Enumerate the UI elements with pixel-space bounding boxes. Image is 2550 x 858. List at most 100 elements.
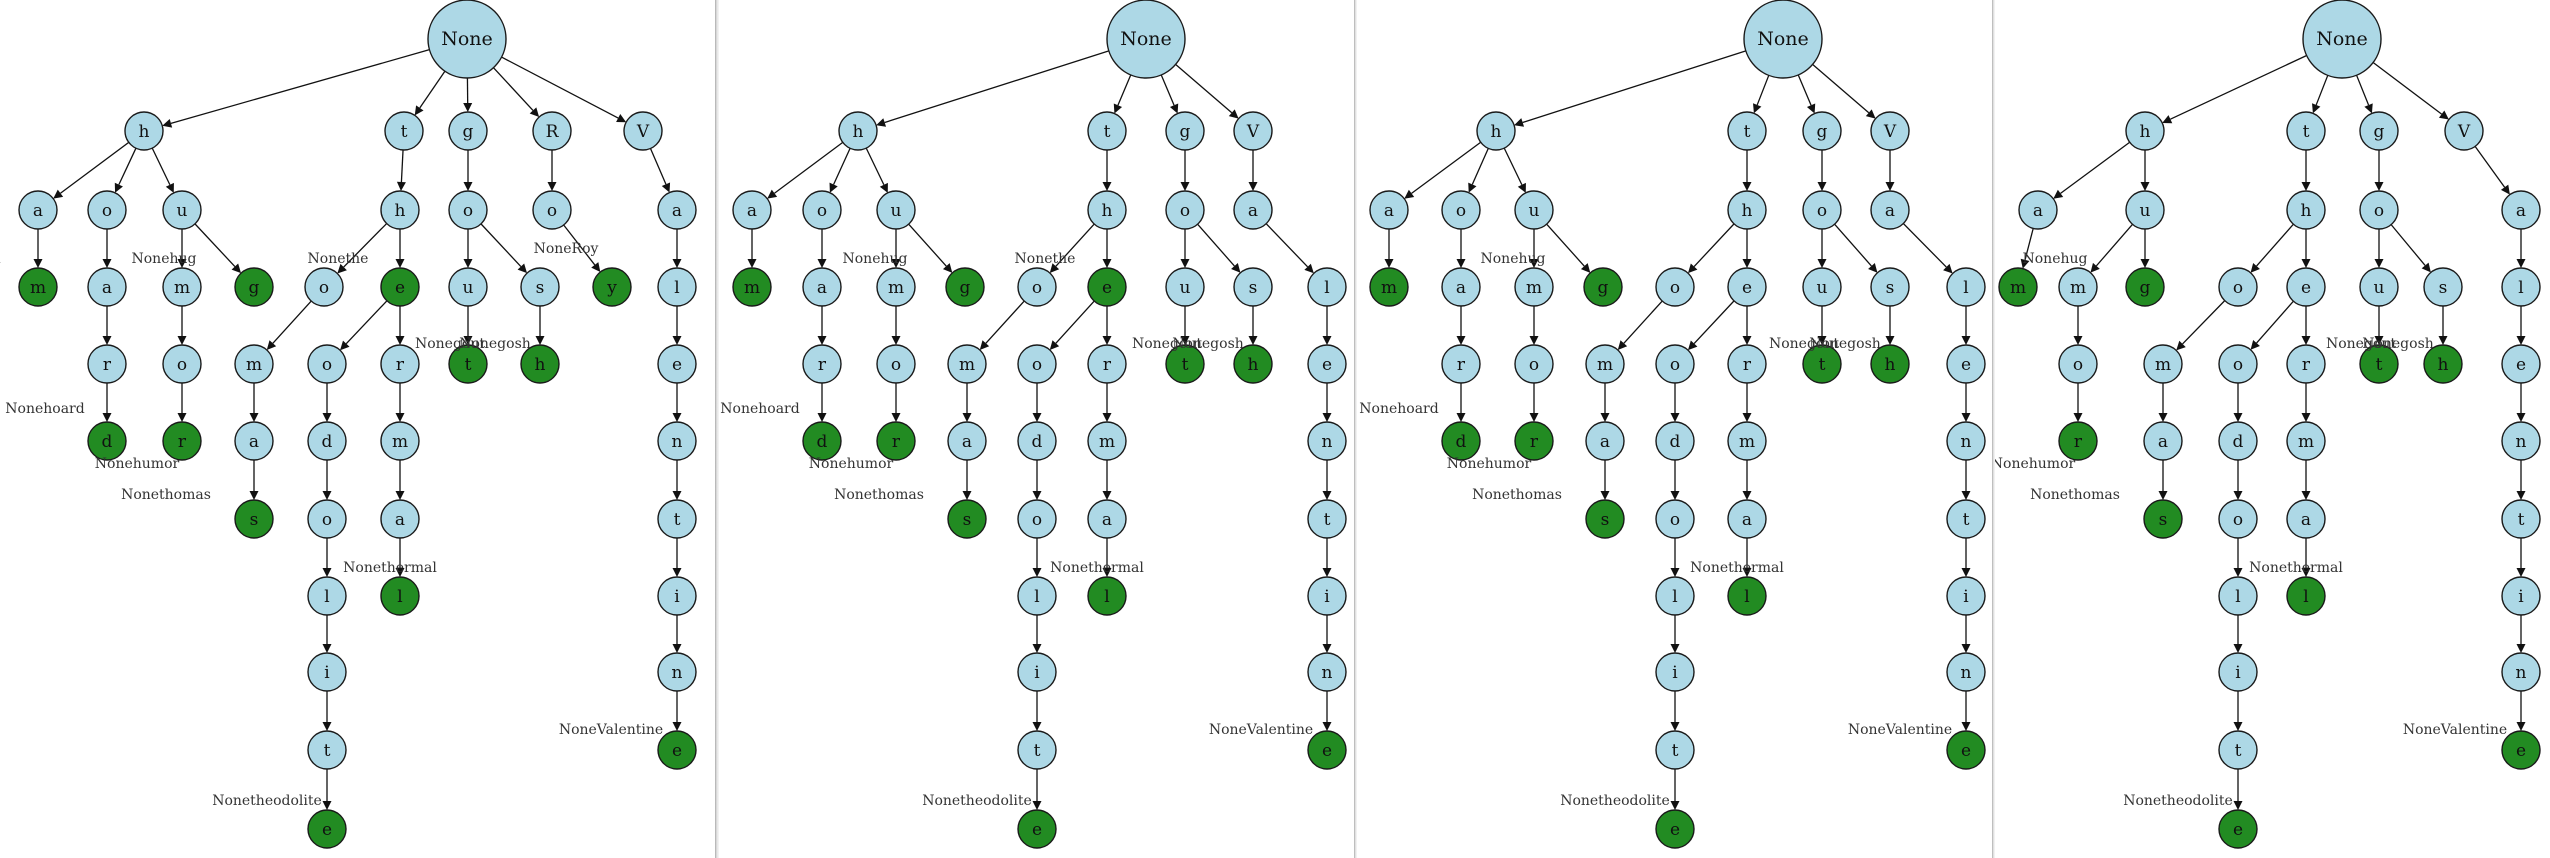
node-label: R <box>546 122 560 142</box>
node-label: o <box>1817 201 1827 221</box>
word-label: Nonehug <box>132 251 197 267</box>
node-circle <box>2143 344 2183 384</box>
root-node: None <box>2302 0 2382 79</box>
node-circle <box>876 421 916 461</box>
trie-node: m <box>1585 344 1625 384</box>
arrowhead-icon <box>322 801 332 810</box>
trie-node: h <box>2125 111 2165 151</box>
trie-node: o <box>1655 499 1695 539</box>
node-label: s <box>250 510 259 530</box>
arrowhead-icon <box>1817 182 1827 191</box>
trie-node: t <box>2286 111 2326 151</box>
trie-node: s <box>520 267 560 307</box>
edge-group <box>747 50 1332 810</box>
node-circle <box>2058 421 2098 461</box>
arrowhead-icon <box>672 413 682 422</box>
node-circle <box>947 344 987 384</box>
node-label: e <box>1742 278 1752 298</box>
arrowhead-icon <box>672 568 682 577</box>
node-label: h <box>1248 355 1259 375</box>
node-label: o <box>2374 201 2384 221</box>
node-circle <box>2125 190 2165 230</box>
node-label: t <box>1672 741 1679 761</box>
node-circle <box>18 190 58 230</box>
trie-node: o <box>1655 344 1695 384</box>
arrowhead-icon <box>1113 103 1123 114</box>
node-circle <box>1727 190 1767 230</box>
node-circle <box>1017 499 1057 539</box>
trie-node: o <box>1514 344 1554 384</box>
trie-node: a <box>18 190 58 230</box>
edge-tho-thom <box>1623 300 1663 344</box>
node-label: o <box>2073 355 2083 375</box>
arrowhead-icon <box>1943 263 1953 274</box>
trie-node: u <box>2359 267 2399 307</box>
trie-node: a <box>947 421 987 461</box>
node-label: n <box>2516 663 2527 683</box>
arrowhead-icon <box>672 336 682 345</box>
arrowhead-icon <box>1687 263 1698 274</box>
arrowhead-icon <box>1032 801 1042 810</box>
panel-divider <box>715 0 719 858</box>
arrowhead-icon <box>1670 801 1680 810</box>
edge-the-theo <box>1693 300 1735 344</box>
edge-root-g <box>2355 74 2370 106</box>
arrowhead-icon <box>1032 722 1042 731</box>
node-circle <box>2359 344 2399 384</box>
node-label: r <box>2074 432 2083 452</box>
trie-node: o <box>532 190 572 230</box>
trie-node: s <box>2423 267 2463 307</box>
terminal-node: e <box>380 267 420 307</box>
node-label: r <box>1103 355 1112 375</box>
trie-node: a <box>2018 190 2058 230</box>
node-label: t <box>674 510 681 530</box>
arrowhead-icon <box>1742 491 1752 500</box>
trie-node: e <box>657 344 697 384</box>
arrowhead-icon <box>1806 103 1816 114</box>
trie-node: u <box>1802 267 1842 307</box>
node-label: l <box>397 587 402 607</box>
node-label: o <box>2233 355 2243 375</box>
node-label: o <box>102 201 112 221</box>
terminal-node: s <box>947 499 987 539</box>
trie-node: e <box>2501 344 2541 384</box>
node-circle <box>2218 421 2258 461</box>
node-circle <box>2018 190 2058 230</box>
node-label: o <box>891 355 901 375</box>
arrowhead-icon <box>1961 568 1971 577</box>
node-circle <box>1307 730 1347 770</box>
arrowhead-icon <box>591 262 601 273</box>
arrowhead-icon <box>1468 182 1477 193</box>
arrowhead-icon <box>177 336 187 345</box>
arrowhead-icon <box>1742 336 1752 345</box>
node-label: g <box>960 278 971 298</box>
arrowhead-icon <box>2374 336 2384 345</box>
arrowhead-icon <box>340 340 350 351</box>
arrowhead-icon <box>2233 722 2243 731</box>
node-label: l <box>1744 587 1749 607</box>
arrowhead-icon <box>1049 340 1060 350</box>
node-circle <box>1233 190 1273 230</box>
node-circle <box>1946 576 1986 616</box>
node-label: o <box>2233 510 2243 530</box>
node-circle <box>2286 499 2326 539</box>
arrowhead-icon <box>1180 182 1190 191</box>
edge-root-t <box>1117 74 1132 106</box>
arrowhead-icon <box>463 102 473 113</box>
trie-node: l <box>2501 267 2541 307</box>
arrowhead-icon <box>2421 262 2431 273</box>
arrowhead-icon <box>2438 110 2449 120</box>
node-circle <box>2501 499 2541 539</box>
node-circle <box>876 267 916 307</box>
arrowhead-icon <box>1322 336 1332 345</box>
arrowhead-icon <box>1231 263 1241 273</box>
node-label: d <box>2233 432 2244 452</box>
node-circle <box>2501 344 2541 384</box>
trie-node: h <box>2286 190 2326 230</box>
node-circle <box>1514 190 1554 230</box>
node-circle <box>1441 421 1481 461</box>
node-circle <box>657 652 697 692</box>
node-circle <box>2423 344 2463 384</box>
arrowhead-icon <box>53 189 64 199</box>
